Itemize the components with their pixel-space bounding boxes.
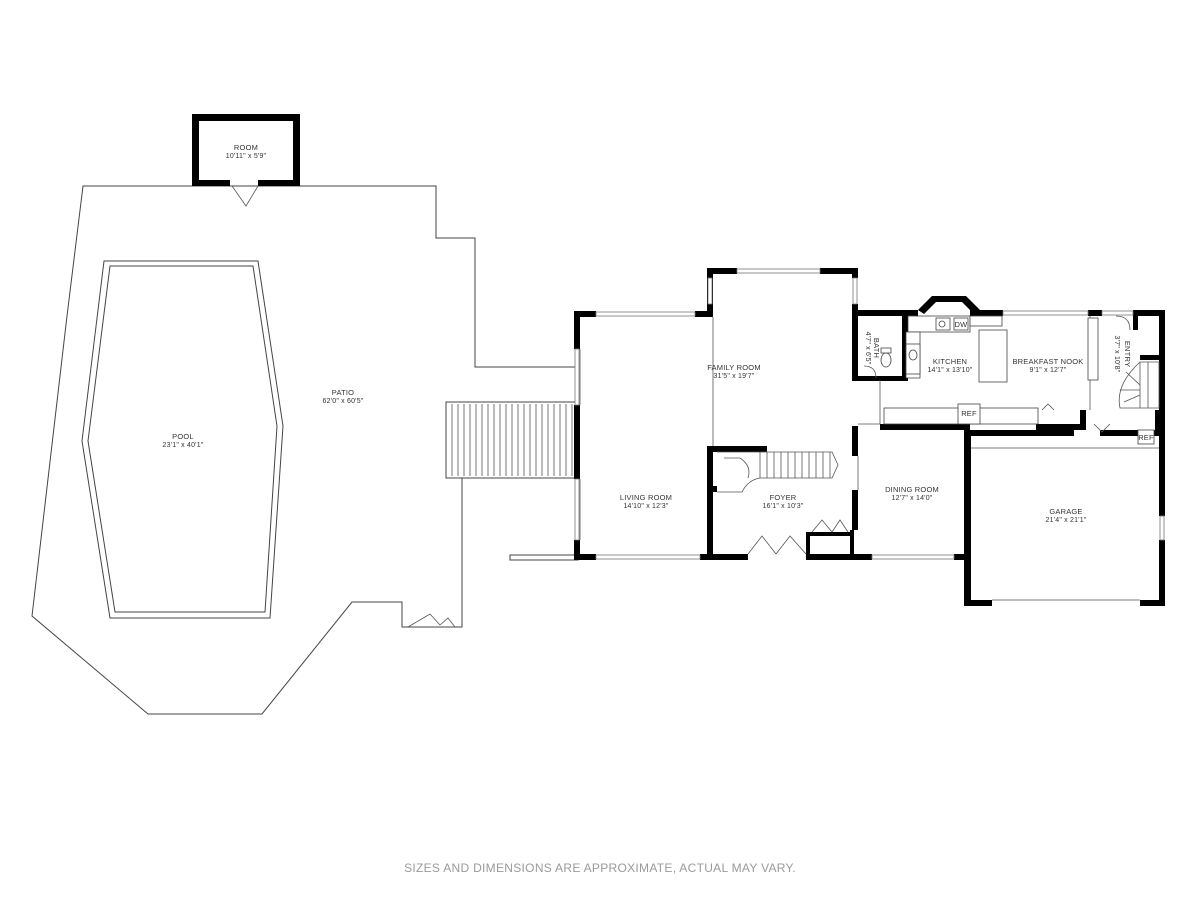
ref-label: REF xyxy=(961,409,977,418)
patio-name: PATIO xyxy=(332,388,354,397)
room-dims: 10'11" x 5'9" xyxy=(226,153,267,160)
garage-ref-label: REF xyxy=(1138,433,1154,442)
bath-name: BATH xyxy=(872,338,881,358)
patio-dims: 62'0" x 60'5" xyxy=(323,398,364,405)
foyer-stairs xyxy=(717,451,839,493)
room-name: ROOM xyxy=(234,143,258,152)
bath-dims: 4'7" x 6'5" xyxy=(864,332,871,365)
doors xyxy=(747,315,1131,555)
labels: ROOM 10'11" x 5'9" PATIO 62'0" x 60'5" P… xyxy=(163,143,1133,524)
garage-name: GARAGE xyxy=(1049,507,1082,516)
pool-name: POOL xyxy=(172,432,194,441)
dw-label: DW xyxy=(955,320,969,329)
living-room-dims: 14'10" x 12'3" xyxy=(623,503,668,510)
breakfast-nook-dims: 9'1" x 12'7" xyxy=(1030,367,1067,374)
living-room-name: LIVING ROOM xyxy=(620,493,672,502)
kitchen-name: KITCHEN xyxy=(933,357,967,366)
foyer-dims: 16'1" x 10'3" xyxy=(763,503,804,510)
patio-stairs xyxy=(445,401,579,479)
dining-room-dims: 12'7" x 14'0" xyxy=(892,495,933,502)
foyer-name: FOYER xyxy=(770,493,797,502)
entry-name: ENTRY xyxy=(1123,341,1132,367)
entry-stairs xyxy=(1118,361,1160,409)
disclaimer-text: SIZES AND DIMENSIONS ARE APPROXIMATE, AC… xyxy=(404,861,796,875)
kitchen-dims: 14'1" x 13'10" xyxy=(927,367,972,374)
bath-fixtures xyxy=(880,343,921,375)
room-shed xyxy=(192,114,300,207)
dining-room-name: DINING ROOM xyxy=(885,485,939,494)
patio-area xyxy=(31,185,579,715)
garage-dims: 21'4" x 21'1" xyxy=(1046,517,1087,524)
pool xyxy=(81,260,284,619)
windows xyxy=(574,268,1165,560)
breakfast-nook-name: BREAKFAST NOOK xyxy=(1012,357,1083,366)
family-room-name: FAMILY ROOM xyxy=(707,363,761,372)
pool-dims: 23'1" x 40'1" xyxy=(163,442,204,449)
entry-dims: 3'7" x 10'8" xyxy=(1113,336,1120,373)
family-room-dims: 31'5" x 19'7" xyxy=(714,373,755,380)
